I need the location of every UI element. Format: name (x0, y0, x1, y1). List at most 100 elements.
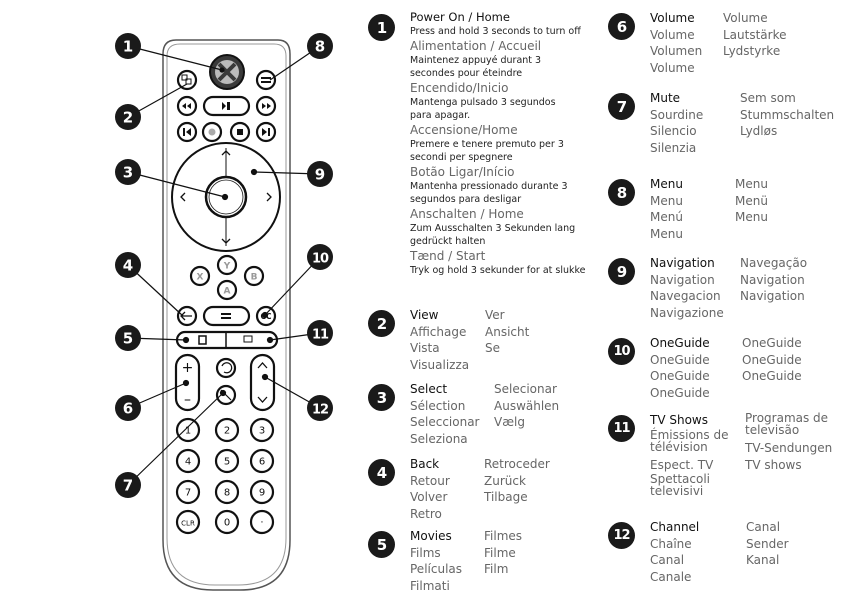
play-pause-button[interactable] (202, 95, 251, 117)
keypad-button-7[interactable]: 7 (175, 479, 201, 505)
label: Seleziona (410, 431, 468, 446)
svg-text:8: 8 (315, 38, 325, 56)
keypad-button-2[interactable]: 2 (214, 417, 240, 443)
next-button[interactable] (255, 121, 277, 143)
entry-description: Zum Ausschalten 3 Sekunden lang gedrückt… (410, 222, 576, 248)
b-button[interactable]: B (243, 265, 265, 287)
label: Movies (410, 529, 452, 543)
menu-button[interactable] (255, 69, 277, 91)
label: Canal (650, 553, 685, 567)
section-number-badge: 3 (368, 384, 395, 411)
label: Silencio (650, 124, 697, 138)
entry-title: Accensione/Home (410, 122, 518, 137)
callout-5: 5 (115, 325, 141, 351)
keypad-label: 0 (224, 518, 230, 529)
label: Volume (650, 11, 695, 25)
label: Menu (650, 193, 683, 208)
view-button[interactable] (176, 69, 198, 91)
tv-shows-button[interactable] (227, 333, 276, 347)
keypad-label: 4 (185, 457, 191, 468)
label: Film (484, 562, 509, 576)
movies-button[interactable] (178, 333, 225, 347)
keypad-button-3[interactable]: 3 (249, 417, 275, 443)
entry-description: Mantenga pulsado 3 segundos para apagar. (410, 96, 556, 122)
label: Retro (410, 506, 442, 521)
navigation-dpad[interactable] (171, 142, 281, 252)
keypad-button-12[interactable]: · (249, 509, 275, 535)
label: Canal (746, 520, 781, 534)
record-button[interactable] (201, 121, 223, 143)
volume-rocker[interactable]: + – (174, 353, 201, 412)
label: Sender (746, 536, 789, 551)
label: Películas (410, 562, 463, 576)
callout-7: 7 (115, 472, 141, 498)
previous-button[interactable] (176, 121, 198, 143)
select-button[interactable] (204, 175, 248, 219)
svg-text:Y: Y (223, 262, 231, 272)
svg-text:A: A (224, 287, 231, 297)
svg-text:4: 4 (123, 257, 133, 275)
svg-text:9: 9 (315, 166, 325, 184)
svg-text:5: 5 (123, 330, 133, 348)
mute-button[interactable] (215, 384, 237, 406)
keypad-button-11[interactable]: 0 (214, 509, 240, 535)
keypad-button-1[interactable]: 1 (175, 417, 201, 443)
label: Retroceder (484, 457, 550, 471)
keypad-button-5[interactable]: 5 (214, 448, 240, 474)
back-button[interactable] (176, 305, 198, 327)
section-number-badge: 12 (608, 522, 635, 549)
label: Lydløs (740, 124, 778, 138)
oneguide-button[interactable] (202, 305, 251, 327)
a-button[interactable]: A (216, 279, 238, 301)
callout-11: 11 (307, 320, 333, 346)
x-button[interactable]: X (189, 265, 211, 287)
label: Spettacoli televisivi (650, 472, 710, 498)
rewind-button[interactable] (176, 95, 198, 117)
callout-12: 12 (307, 395, 333, 421)
keypad-button-4[interactable]: 4 (175, 448, 201, 474)
channel-rocker[interactable] (249, 353, 276, 412)
section-number-badge: 1 (368, 14, 395, 41)
label: Seleccionar (410, 415, 480, 429)
callout-3: 3 (115, 159, 141, 185)
label: Select (410, 382, 448, 396)
label: Sem som (740, 91, 796, 105)
keypad-button-8[interactable]: 8 (214, 479, 240, 505)
y-button[interactable]: Y (216, 254, 238, 276)
label: OneGuide (650, 385, 710, 400)
label: Programas de televisão (745, 411, 829, 437)
left-arrow-icon (180, 192, 186, 202)
keypad-button-10[interactable]: CLR (175, 509, 201, 535)
label: Filmati (410, 578, 450, 593)
section-number-badge: 2 (368, 310, 395, 337)
keypad-button-6[interactable]: 6 (249, 448, 275, 474)
label: Filme (484, 545, 516, 560)
xbox-home-button[interactable] (209, 54, 245, 90)
callout-8: 8 (307, 33, 333, 59)
fast-forward-button[interactable] (255, 95, 277, 117)
entry-title: Botão Ligar/Início (410, 164, 515, 179)
entry-title: Power On / Home (410, 10, 510, 24)
return-button[interactable] (215, 357, 237, 379)
label: Canale (650, 569, 692, 584)
label: Retour (410, 473, 450, 488)
label: Ver (485, 308, 505, 322)
section-number-badge: 4 (368, 459, 395, 486)
stop-button[interactable] (229, 121, 251, 143)
label: Volver (410, 490, 448, 504)
keypad-button-9[interactable]: 9 (249, 479, 275, 505)
label: OneGuide (650, 336, 710, 350)
